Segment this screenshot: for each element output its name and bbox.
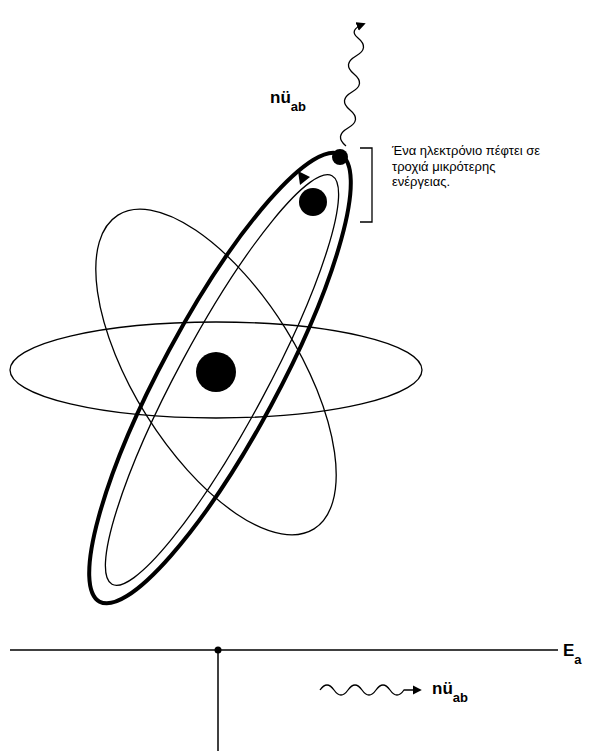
frequency-subscript: ab — [291, 100, 306, 115]
nucleus — [196, 352, 236, 392]
photon-wave — [340, 24, 364, 146]
transition-line — [217, 650, 219, 751]
callout-note: Ένα ηλεκτρόνιο πέφτει σε τροχιά μικρότερ… — [392, 143, 552, 190]
frequency-subscript: ab — [453, 691, 468, 706]
photon-wave — [320, 685, 420, 695]
electron — [332, 149, 348, 165]
energy-symbol: E — [563, 641, 574, 661]
orbit-bold — [49, 127, 392, 629]
energy-subscript: a — [574, 653, 581, 668]
direction-arrow — [298, 171, 310, 185]
orbit — [73, 155, 370, 605]
frequency-symbol: nü — [432, 679, 453, 699]
orbit — [10, 322, 422, 418]
frequency-symbol: nü — [270, 88, 291, 108]
energy-level — [10, 649, 558, 651]
electron — [299, 188, 327, 216]
bracket — [360, 148, 372, 222]
level-dot — [215, 647, 222, 654]
